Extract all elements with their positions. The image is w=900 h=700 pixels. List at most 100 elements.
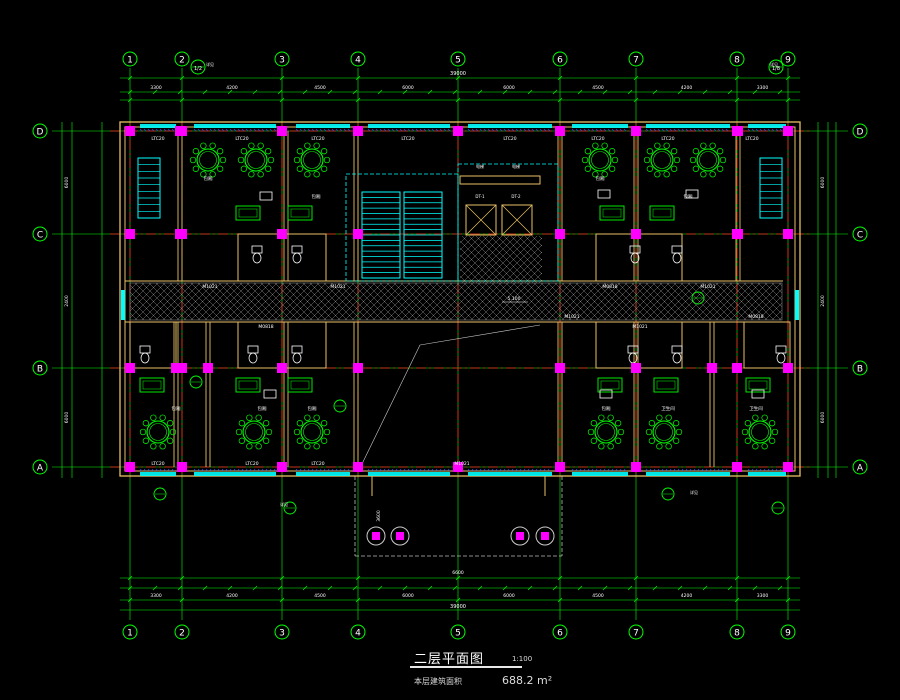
hatch-line-b: [645, 282, 684, 321]
round-table-10-chair: [645, 428, 653, 436]
round-table-0-chair: [189, 156, 197, 164]
dim-tick: [152, 585, 158, 591]
hatch-line-b: [778, 316, 783, 321]
window-sill-hatch: [415, 468, 419, 472]
dim-tick: [152, 89, 158, 95]
dim-overall-top: 39000: [450, 71, 466, 77]
sideboard-6: [597, 377, 623, 393]
window-sill-hatch: [391, 128, 395, 132]
window-sill-hatch: [307, 128, 311, 132]
round-table-11-chair: [744, 420, 752, 427]
window-sill-hatch: [511, 468, 515, 472]
round-table-4-table: [650, 148, 674, 172]
axis-bubble-left-B-label: B: [37, 365, 43, 375]
hatch-line-b: [771, 309, 783, 321]
toilet-bowl-1: [292, 252, 302, 264]
dim-tick: [702, 585, 708, 591]
column-extra-1: [733, 126, 743, 136]
lobby-hatch-a: [503, 235, 543, 275]
dim-tick: [455, 75, 461, 81]
column-10: [277, 363, 287, 373]
round-table-4-chair: [663, 142, 670, 149]
window-sill-hatch: [527, 468, 531, 472]
dim-right-bay-0: 6000: [820, 177, 826, 189]
window-sill-hatch: [669, 468, 673, 472]
round-table-5-chair: [700, 142, 707, 149]
sideboard-inner-9: [748, 380, 768, 390]
secondary-axis-circle: [768, 59, 784, 75]
round-table-0-chair: [209, 171, 216, 178]
window-sill-hatch: [151, 468, 155, 472]
hatch-line-b: [148, 282, 187, 321]
detail-note-1: 详见: [770, 61, 778, 67]
round-table-6-chair: [139, 428, 147, 436]
round-table-1-chair: [248, 142, 255, 149]
column-6: [177, 363, 187, 373]
hatch-line-b: [750, 288, 783, 321]
window-sill-hatch: [491, 128, 495, 132]
room-label-8: 卫生间: [661, 405, 675, 412]
lobby-hatch-a: [459, 240, 503, 284]
round-table-11-chair: [741, 428, 749, 436]
round-table-11-chair: [771, 428, 779, 436]
window-sill-hatch: [323, 468, 327, 472]
room-label-1: 包厢: [312, 193, 321, 200]
detail-note-0: 详见: [206, 61, 214, 67]
round-table-2-chair: [293, 156, 301, 164]
sideboard-9: [745, 377, 771, 393]
axis-bubble-right-A-label: A: [857, 464, 864, 474]
window-sill-hatch: [447, 128, 451, 132]
round-table-11-chair: [768, 437, 776, 444]
window-tag-2: LTC20: [311, 136, 324, 142]
toilet-fixture-6: [627, 345, 639, 354]
window-sill-hatch: [775, 468, 779, 472]
window-sill-hatch: [483, 468, 487, 472]
window-tag-1: LTC20: [235, 136, 248, 142]
window-sill-hatch: [657, 128, 661, 132]
dim-tick: [279, 97, 285, 103]
window-sill-hatch: [619, 128, 623, 132]
round-table-8-chair: [304, 443, 311, 450]
elevator-tag-3: DT-2: [511, 194, 521, 199]
round-table-8-table: [300, 420, 324, 444]
dim-tick: [227, 585, 233, 591]
column-35: [783, 462, 793, 472]
axis-bubble-top-9-label: 9: [785, 56, 791, 66]
axis-bubble-top-3-circle: [274, 51, 290, 67]
round-table-7-chair: [255, 414, 262, 421]
hatch-line-a: [129, 291, 159, 321]
window-sill-hatch: [595, 128, 599, 132]
dim-tick: [279, 75, 285, 81]
window-sill-hatch: [387, 468, 391, 472]
portico-column-ring-3: [535, 526, 555, 546]
hatch-line-b: [736, 282, 775, 321]
hatch-line-b: [232, 282, 271, 321]
toilet-bowl-9: [776, 352, 786, 364]
axis-bubble-right-D-label: D: [857, 128, 864, 138]
round-table-5-table: [696, 148, 720, 172]
window-west: [121, 290, 125, 320]
hatch-line-b: [344, 282, 383, 321]
dim-top-bay-2: 4500: [314, 85, 326, 91]
window-tag-6: LTC20: [661, 136, 674, 142]
round-table-0-chair: [192, 148, 200, 155]
window-south-1: [194, 472, 276, 476]
axis-bubble-left-D-label: D: [37, 128, 44, 138]
window-sill-hatch: [375, 468, 379, 472]
dim-bottom-bay-6: 4200: [681, 593, 693, 599]
round-table-7-chair: [235, 428, 243, 436]
round-table-11-chair: [761, 414, 768, 421]
window-sill-hatch: [217, 128, 221, 132]
hatch-line-b: [673, 282, 712, 321]
leader-diagonal: [359, 344, 421, 469]
window-sill-hatch: [241, 128, 245, 132]
dim-tick: [633, 575, 639, 581]
window-sill-hatch: [603, 128, 607, 132]
round-table-5-chair: [692, 165, 700, 172]
window-sill-hatch: [583, 468, 587, 472]
window-sill-hatch: [747, 128, 751, 132]
toilet-bowl-3: [672, 252, 682, 264]
dim-tick: [177, 89, 183, 95]
round-table-2-chair: [296, 148, 304, 155]
round-table-8-chair: [313, 414, 320, 421]
